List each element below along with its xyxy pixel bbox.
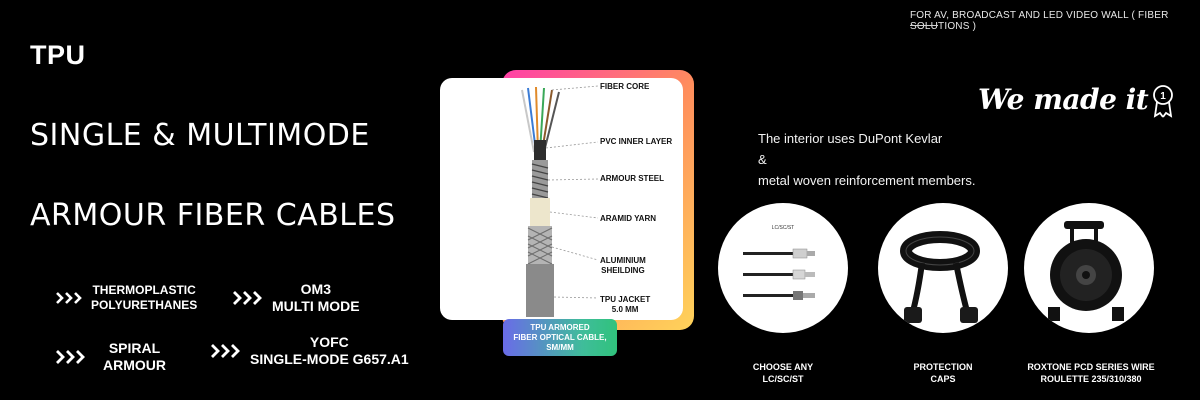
feature-yofc: YOFC SINGLE-MODE G657.A1: [210, 334, 409, 368]
label-pvc-inner-layer: PVC INNER LAYER: [600, 137, 673, 146]
caption-line: LC/SC/ST: [762, 374, 804, 384]
triple-chevron-icon: [232, 290, 266, 306]
brand-title: TPU: [30, 40, 86, 70]
product-reel-circle: [1024, 203, 1154, 333]
label-aluminium-shielding: ALUMINIUM SHEILDING: [600, 256, 646, 276]
feature-label: SINGLE-MODE G657.A1: [250, 351, 409, 367]
label-line: 5.0 MM: [611, 305, 639, 314]
connector-inner-label: LC/SC/ST: [772, 225, 795, 231]
caption-line: SM/MM: [546, 343, 574, 352]
label-line: TPU JACKET: [600, 295, 651, 304]
caption-line: ROXTONE PCD SERIES WIRE: [1027, 362, 1155, 372]
headline-line-1: SINGLE & MULTIMODE: [30, 118, 370, 153]
label-armour-steel: ARMOUR STEEL: [600, 174, 664, 183]
tagline-underline: [910, 25, 938, 26]
product-caps-circle: [878, 203, 1008, 333]
feature-label: OM3: [300, 281, 331, 297]
label-aramid-yarn: ARAMID YARN: [600, 214, 657, 223]
feature-om3: OM3 MULTI MODE: [232, 281, 360, 315]
caption-line: FIBER OPTICAL CABLE,: [513, 333, 607, 342]
header-tagline: FOR AV, BROADCAST AND LED VIDEO WALL ( F…: [910, 10, 1169, 32]
label-line: SHEILDING: [601, 266, 645, 275]
product-caption-caps: PROTECTION CAPS: [893, 361, 993, 385]
medal-icon: 1: [1153, 85, 1173, 118]
feature-thermoplastic: THERMOPLASTIC POLYURETHANES: [55, 283, 197, 313]
cable-reel-icon: [1048, 221, 1124, 321]
feature-label: THERMOPLASTIC: [92, 283, 196, 297]
headline-line-2: ARMOUR FIBER CABLES: [30, 198, 396, 233]
feature-label: POLYURETHANES: [91, 298, 198, 312]
caption-line: ROULETTE 235/310/380: [1040, 374, 1142, 384]
cable-cross-section-image: [521, 85, 598, 317]
interior-line: &: [758, 152, 767, 167]
feature-label: YOFC: [309, 334, 349, 350]
product-caption-connectors: CHOOSE ANY LC/SC/ST: [733, 361, 833, 385]
label-line: ALUMINIUM: [600, 256, 646, 265]
cable-coil-icon: [900, 231, 980, 323]
triple-chevron-icon: [210, 343, 244, 359]
feature-label: SPIRAL: [108, 340, 161, 356]
diagram-panel: [440, 78, 683, 320]
product-connectors-circle: LC/SC/ST: [718, 203, 848, 333]
connector-types-icon: LC/SC/ST: [743, 225, 815, 300]
feature-label: MULTI MODE: [272, 298, 360, 314]
label-fiber-core: FIBER CORE: [600, 82, 650, 91]
caption-line: TPU ARMORED: [530, 323, 590, 332]
diagram-caption-pill: TPU ARMORED FIBER OPTICAL CABLE, SM/MM: [503, 319, 617, 356]
product-caption-reel: ROXTONE PCD SERIES WIRE ROULETTE 235/310…: [1024, 361, 1158, 385]
triple-chevron-icon: [55, 349, 89, 365]
label-tpu-jacket: TPU JACKET 5.0 MM: [600, 295, 650, 315]
feature-spiral-armour: SPIRAL ARMOUR: [55, 340, 166, 374]
svg-text:1: 1: [1160, 91, 1166, 102]
interior-line: The interior uses DuPont Kevlar: [758, 131, 943, 146]
feature-label: ARMOUR: [103, 357, 166, 373]
interior-line: metal woven reinforcement members.: [758, 173, 976, 188]
caption-line: CHOOSE ANY: [752, 362, 814, 372]
slogan-text: We made it: [978, 83, 1149, 116]
caption-line: CAPS: [930, 374, 956, 384]
interior-description: The interior uses DuPont Kevlar & metal …: [758, 128, 975, 191]
triple-chevron-icon: [55, 291, 85, 305]
caption-line: PROTECTION: [913, 362, 973, 372]
